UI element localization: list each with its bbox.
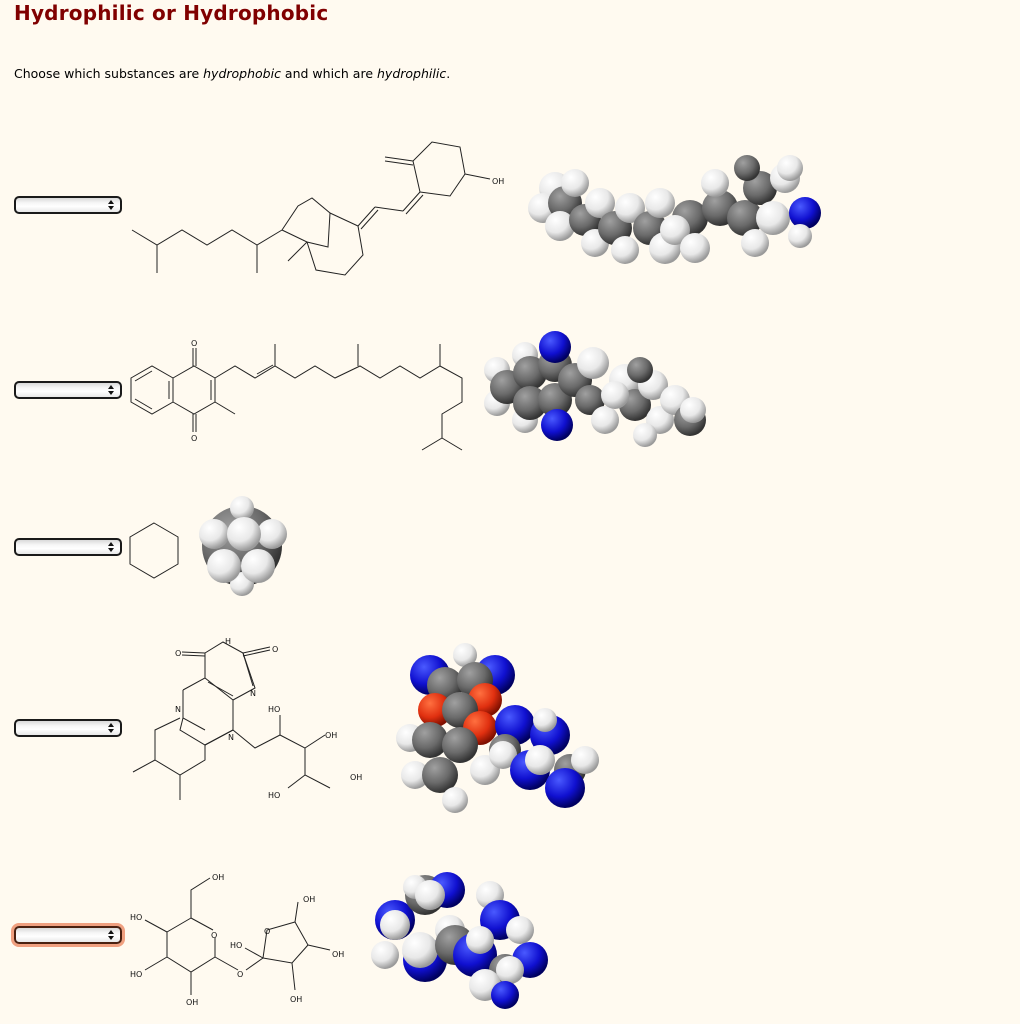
- answer-select-4[interactable]: [14, 719, 122, 737]
- select-arrows-icon: [108, 385, 114, 395]
- instructions: Choose which substances are hydrophobic …: [14, 66, 451, 81]
- answer-select-1[interactable]: [14, 196, 122, 214]
- select-arrows-icon: [108, 723, 114, 733]
- space-filling-cyclohexane: [199, 496, 287, 596]
- select-arrows-icon: [108, 930, 114, 940]
- svg-text:OH: OH: [492, 177, 504, 186]
- space-filling-vitamin-k: [484, 331, 706, 447]
- term-hydrophilic: hydrophilic: [377, 66, 447, 81]
- svg-text:N: N: [175, 705, 181, 714]
- svg-text:HO: HO: [230, 941, 242, 950]
- structure-vitamin-d: OH: [131, 141, 504, 276]
- svg-text:O: O: [272, 645, 278, 654]
- space-filling-sucrose: [371, 872, 548, 1009]
- answer-select-2[interactable]: [14, 381, 122, 399]
- svg-text:OH: OH: [212, 873, 224, 882]
- page-title: Hydrophilic or Hydrophobic: [14, 1, 329, 25]
- svg-text:OH: OH: [350, 773, 362, 782]
- svg-text:OH: OH: [325, 731, 337, 740]
- svg-text:O: O: [211, 931, 217, 940]
- select-arrows-icon: [108, 200, 114, 210]
- svg-text:OH: OH: [186, 998, 198, 1007]
- svg-text:HO: HO: [268, 791, 280, 800]
- structure-riboflavin: H O O N N N HO OH OH HO: [132, 637, 362, 800]
- svg-text:H: H: [225, 637, 231, 646]
- svg-text:O: O: [237, 970, 243, 979]
- svg-text:HO: HO: [130, 970, 142, 979]
- answer-select-3[interactable]: [14, 538, 122, 556]
- svg-text:O: O: [175, 649, 181, 658]
- svg-text:N: N: [250, 689, 256, 698]
- term-hydrophobic: hydrophobic: [203, 66, 281, 81]
- select-arrows-icon: [108, 542, 114, 552]
- svg-text:O: O: [191, 339, 197, 348]
- svg-text:OH: OH: [303, 895, 315, 904]
- svg-text:OH: OH: [332, 950, 344, 959]
- space-filling-vitamin-d: [528, 155, 821, 264]
- svg-text:N: N: [228, 733, 234, 742]
- answer-select-5[interactable]: [14, 926, 122, 944]
- space-filling-riboflavin: [396, 643, 599, 813]
- svg-text:OH: OH: [290, 995, 302, 1004]
- svg-text:O: O: [191, 434, 197, 443]
- svg-text:HO: HO: [268, 705, 280, 714]
- structure-cyclohexane: [129, 522, 179, 579]
- svg-text:O: O: [264, 927, 270, 936]
- svg-text:HO: HO: [130, 913, 142, 922]
- structure-sucrose: OH HO O HO OH O HO O OH OH OH: [130, 873, 344, 1007]
- structure-vitamin-k: O O: [130, 339, 463, 451]
